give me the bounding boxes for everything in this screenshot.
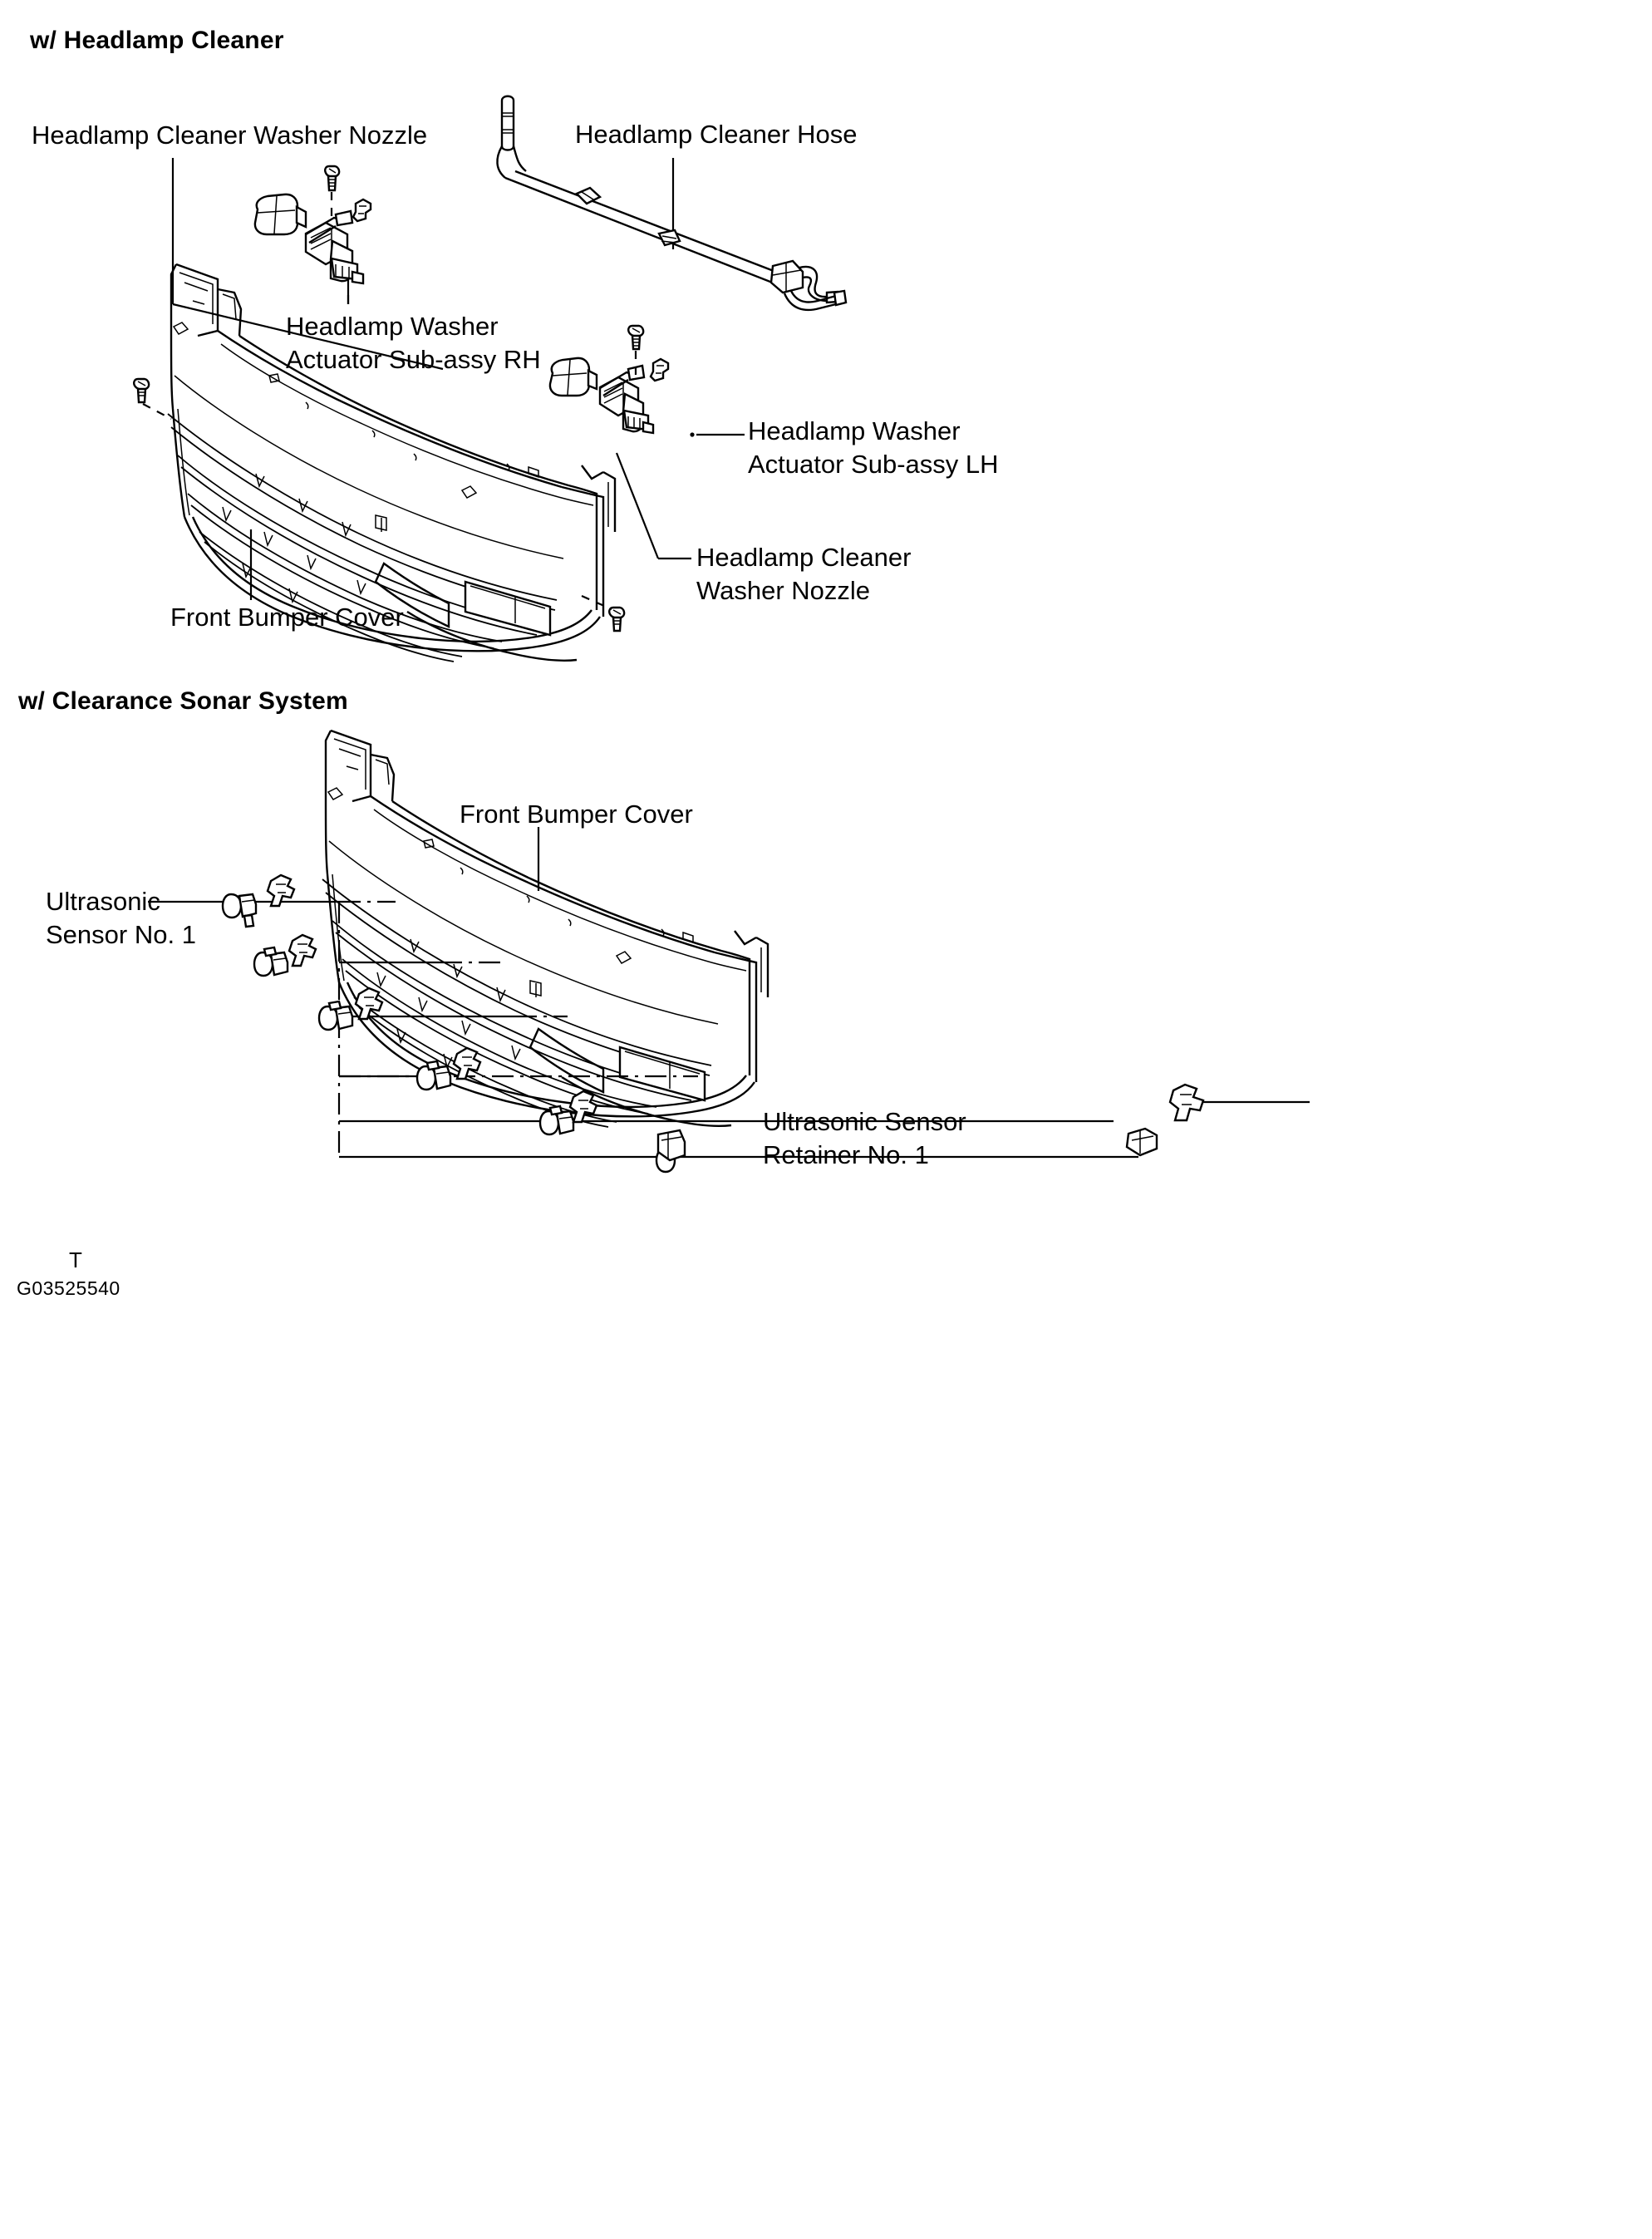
tee-registration-mark: T — [69, 1247, 82, 1272]
callout-line-1: Ultrasonic — [46, 887, 160, 916]
part-ultrasonic-sensor-retainer-5 — [568, 1090, 598, 1124]
part-bolt-left-section-1 — [133, 377, 172, 420]
part-ultrasonic-sensor-retainer-labelled — [1168, 1083, 1310, 1122]
part-front-bumper-cover-2 — [322, 729, 769, 1128]
callout-headlamp-cleaner-washer-nozzle-top: Headlamp Cleaner Washer Nozzle — [32, 121, 428, 150]
callout-ultrasonic-sensor-retainer-no1: Ultrasonic Sensor Retainer No. 1 — [763, 1105, 966, 1172]
section-heading-headlamp-cleaner: w/ Headlamp Cleaner — [30, 27, 284, 54]
part-washer-nozzle-lh — [548, 357, 598, 397]
part-ultrasonic-sensor-4 — [415, 1060, 452, 1091]
part-ultrasonic-sensor-5 — [538, 1105, 575, 1136]
callout-headlamp-cleaner-hose: Headlamp Cleaner Hose — [575, 120, 858, 149]
part-ultrasonic-sensor-retainer-2 — [288, 933, 317, 967]
callout-line-1: Headlamp Washer — [286, 312, 499, 341]
callout-headlamp-cleaner-washer-nozzle-bottom: Headlamp Cleaner Washer Nozzle — [696, 541, 911, 608]
part-ultrasonic-sensor-1 — [221, 893, 258, 928]
part-ultrasonic-sensor-retainer-4 — [452, 1046, 482, 1080]
part-washer-nozzle-top — [253, 193, 307, 236]
callout-line-2: Washer Nozzle — [696, 576, 871, 605]
part-ultrasonic-sensor-3 — [317, 1000, 354, 1031]
callout-ultrasonic-sensor-no1: Ultrasonic Sensor No. 1 — [46, 885, 196, 952]
callout-line-2: Actuator Sub-assy LH — [748, 450, 999, 479]
part-screw-rh-actuator — [324, 165, 341, 223]
callout-line-2: Sensor No. 1 — [46, 920, 196, 949]
callout-line-1: Headlamp Washer — [748, 416, 961, 445]
leader-lines-section-1 — [171, 158, 745, 600]
part-clip-rh — [352, 198, 372, 223]
part-actuator-lh — [598, 364, 655, 435]
part-actuator-rh — [304, 209, 365, 285]
section-heading-clearance-sonar-system: w/ Clearance Sonar System — [18, 687, 348, 715]
footer-drawing-code: G03525540 — [17, 1277, 120, 1299]
callout-line-1: Headlamp Cleaner — [696, 543, 912, 572]
part-ultrasonic-sensor-6 — [655, 1129, 686, 1174]
callout-front-bumper-cover-1: Front Bumper Cover — [170, 603, 404, 632]
part-screw-lh-actuator — [627, 324, 645, 379]
part-bolt-bottom-right-section-1 — [581, 594, 626, 632]
part-ultrasonic-sensor-retainer-1 — [266, 873, 296, 908]
callout-headlamp-washer-actuator-lh: Headlamp Washer Actuator Sub-assy LH — [748, 415, 999, 481]
part-clip-lh — [649, 357, 670, 382]
callout-front-bumper-cover-2: Front Bumper Cover — [460, 800, 693, 829]
callout-headlamp-washer-actuator-rh: Headlamp Washer Actuator Sub-assy RH — [286, 310, 541, 376]
leader-bracket-ultrasonic-sensors — [148, 900, 1138, 1159]
part-ultrasonic-sensor-retainer-3 — [354, 987, 384, 1021]
part-small-clip-bottom — [1125, 1127, 1158, 1157]
callout-line-2: Actuator Sub-assy RH — [286, 345, 541, 374]
callout-line-1: Ultrasonic Sensor — [763, 1107, 966, 1136]
callout-line-2: Retainer No. 1 — [763, 1140, 929, 1169]
part-ultrasonic-sensor-2 — [253, 946, 289, 977]
